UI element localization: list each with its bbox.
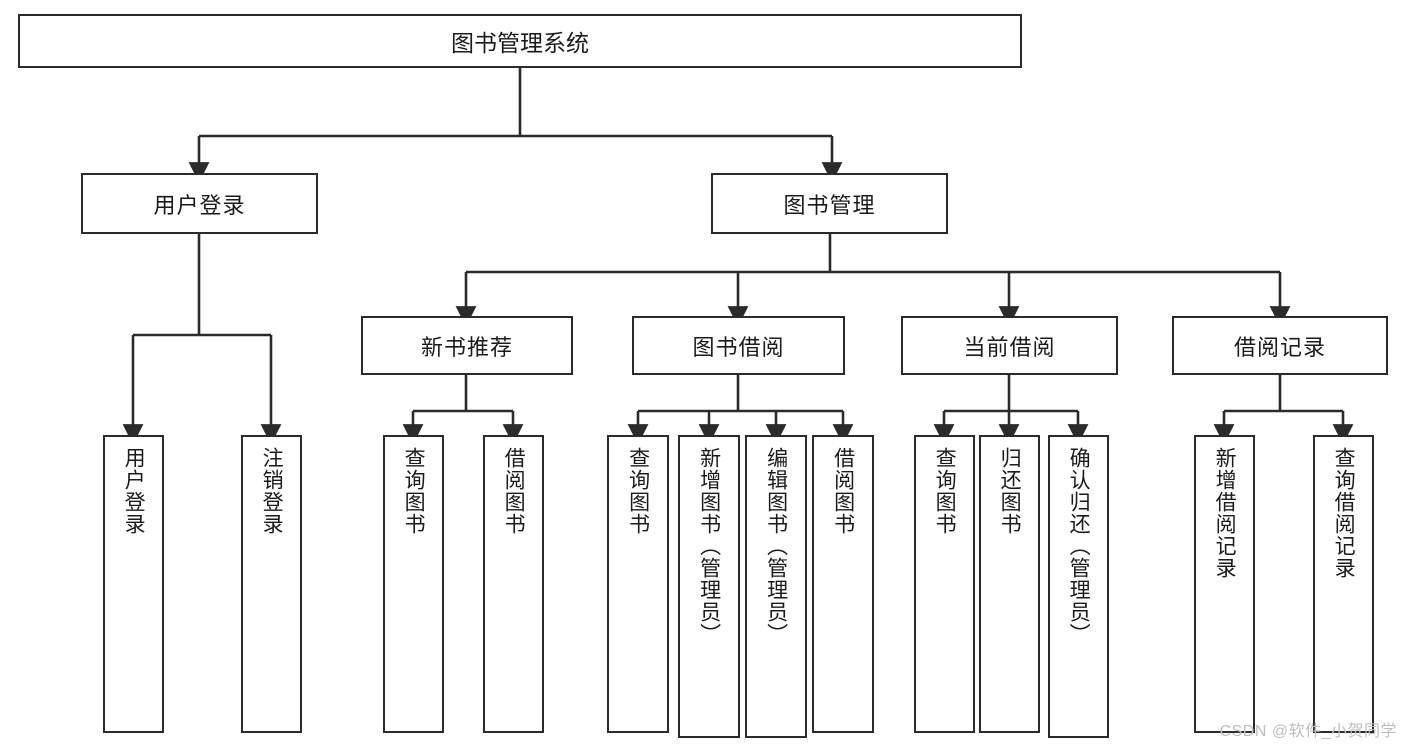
leaf-add-borrow-record[interactable]: 新增借阅记录: [1194, 435, 1255, 733]
watermark: CSDN @软件_小贺同学: [1219, 723, 1397, 740]
leaf-label: 查询图书: [933, 447, 957, 535]
leaf-label: 归还图书: [998, 447, 1022, 535]
leaf-label: 查询图书: [402, 447, 426, 535]
leaf-label: 新增借阅记录: [1213, 447, 1237, 579]
node-label: 用户登录: [153, 192, 246, 218]
leaf-return-book[interactable]: 归还图书: [979, 435, 1040, 733]
leaf-edit-book-admin[interactable]: 编辑图书（管理员）: [745, 435, 807, 738]
leaf-query-book-borrow[interactable]: 查询图书: [607, 435, 669, 733]
node-book-borrow[interactable]: 图书借阅: [632, 316, 845, 375]
node-borrow-record[interactable]: 借阅记录: [1172, 316, 1388, 375]
leaf-query-book-recommend[interactable]: 查询图书: [383, 435, 444, 733]
node-label: 图书借阅: [692, 334, 785, 360]
leaf-borrow-book[interactable]: 借阅图书: [812, 435, 874, 733]
node-book-management[interactable]: 图书管理: [711, 173, 948, 234]
leaf-confirm-return-admin[interactable]: 确认归还（管理员）: [1048, 435, 1109, 738]
leaf-label: 确认归还（管理员）: [1067, 447, 1091, 645]
node-label: 借阅记录: [1233, 334, 1326, 360]
leaf-add-book-admin[interactable]: 新增图书（管理员）: [678, 435, 740, 738]
node-new-book-recommend[interactable]: 新书推荐: [361, 316, 573, 375]
node-current-borrow[interactable]: 当前借阅: [901, 316, 1118, 375]
node-user-login[interactable]: 用户登录: [81, 173, 318, 234]
leaf-label: 查询图书: [626, 447, 650, 535]
leaf-label: 注销登录: [260, 447, 284, 535]
node-label: 图书管理: [783, 192, 876, 218]
leaf-query-book-current[interactable]: 查询图书: [914, 435, 975, 733]
leaf-label: 用户登录: [122, 447, 146, 535]
node-root-book-management-system[interactable]: 图书管理系统: [18, 14, 1022, 68]
leaf-user-logout[interactable]: 注销登录: [241, 435, 302, 733]
leaf-label: 查询借阅记录: [1332, 447, 1356, 579]
node-label: 新书推荐: [420, 334, 513, 360]
leaf-query-borrow-record[interactable]: 查询借阅记录: [1313, 435, 1374, 733]
leaf-label: 新增图书（管理员）: [697, 447, 721, 645]
node-label: 当前借阅: [963, 334, 1056, 360]
leaf-label: 编辑图书（管理员）: [764, 447, 788, 645]
leaf-label: 借阅图书: [502, 447, 526, 535]
leaf-borrow-book-recommend[interactable]: 借阅图书: [483, 435, 544, 733]
node-label: 图书管理系统: [451, 30, 589, 56]
leaf-user-login[interactable]: 用户登录: [103, 435, 164, 733]
leaf-label: 借阅图书: [831, 447, 855, 535]
